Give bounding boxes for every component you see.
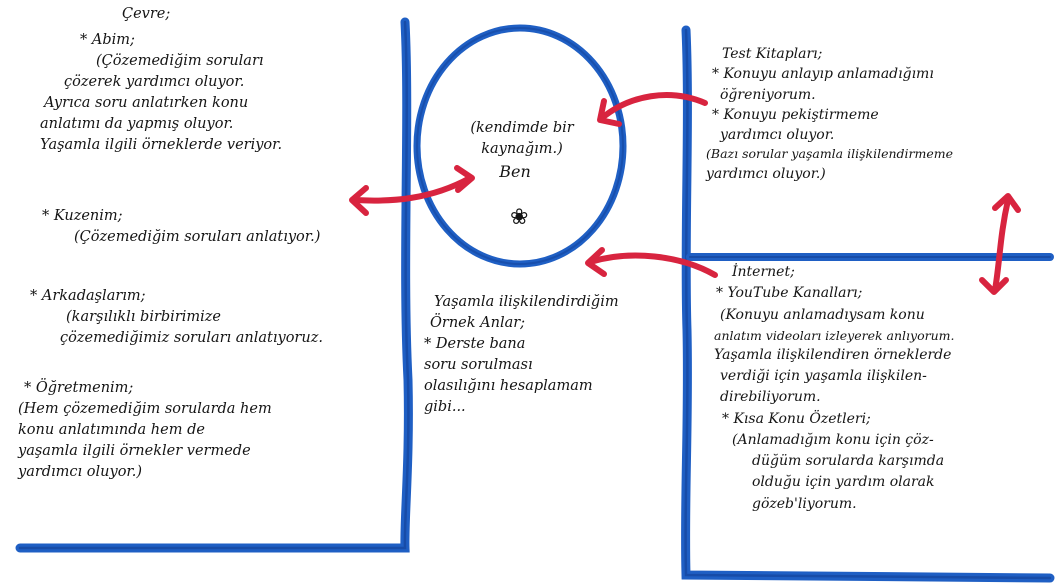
arrow-internet-to-ben xyxy=(587,252,718,278)
item-arkadaslarim: * Arkadaşlarım; (karşılıklı birbirimize … xyxy=(30,286,323,349)
arrowhead-test-internet-bottom xyxy=(979,277,1009,295)
left-panel-border-shade xyxy=(18,20,410,550)
arrowhead-internet-to-ben xyxy=(585,247,607,277)
internet-line-7: * Kısa Konu Özetleri; xyxy=(722,410,871,427)
internet-line-8: (Anlamadığım konu için çöz- xyxy=(732,431,934,448)
arrowhead-test-internet-top xyxy=(992,193,1021,213)
test-books-line-5: (Bazı sorular yaşamla ilişkilendirmeme xyxy=(706,146,953,162)
test-books-line-4: yardımcı oluyor. xyxy=(720,127,835,144)
item-ogretmenim-head: * Öğretmenim; xyxy=(24,380,134,396)
internet-title: İnternet; xyxy=(732,264,795,280)
arrow-test-to-ben xyxy=(599,92,708,121)
examples-line-1: * Derste bana xyxy=(424,336,526,353)
arrow-test-internet xyxy=(992,197,1011,293)
item-ogretmenim-line-2: konu anlatımında hem de xyxy=(18,422,205,439)
item-arkadaslarim-line-2: çözemediğimiz soruları anlatıyoruz. xyxy=(60,330,323,347)
internet-line-2: (Konuyu anlamadıysam konu xyxy=(720,306,925,323)
circle-label-ben: Ben xyxy=(499,162,531,182)
item-ogretmenim-line-1: (Hem çözemediğim sorularda hem xyxy=(18,401,272,418)
arrowhead-ben-left-start xyxy=(454,165,475,193)
internet-line-3: anlatım videoları izleyerek anlıyorum. xyxy=(714,327,955,343)
item-kuzenim: * Kuzenim; (Çözemediğim soruları anlatıy… xyxy=(42,206,320,248)
internet-line-6: direbiliyorum. xyxy=(720,389,821,406)
item-abim-head: * Abim; xyxy=(80,32,135,48)
internet-line-10: olduğu için yardım olarak xyxy=(752,474,935,491)
internet-line-5: verdiği için yaşamla ilişkilen- xyxy=(720,368,927,385)
examples-title: Yaşamla ilişkilendirdiğim xyxy=(434,294,619,310)
center-circle xyxy=(413,24,627,268)
item-kuzenim-line-1: (Çözemediğim soruları anlatıyor.) xyxy=(74,229,321,246)
item-ogretmenim-line-4: yardımcı oluyor.) xyxy=(18,464,143,481)
right-panel-border-shade xyxy=(684,28,1052,580)
examples-block: Yaşamla ilişkilendirdiğim Örnek Anlar; *… xyxy=(424,292,619,418)
item-ogretmenim-line-3: yaşamla ilgili örnekler vermede xyxy=(18,443,251,460)
examples-subtitle: Örnek Anlar; xyxy=(430,315,526,332)
internet-line-4: Yaşamla ilişkilendiren örneklerde xyxy=(714,346,952,363)
item-ogretmenim: * Öğretmenim; (Hem çözemediğim sorularda… xyxy=(18,378,272,483)
internet-line-9: düğüm sorularda karşımda xyxy=(752,453,945,470)
item-abim: * Abim; (Çözemediğim soruları çözerek ya… xyxy=(40,30,282,156)
blue-frame-lines xyxy=(15,17,1055,583)
internet-block: İnternet; * YouTube Kanalları; (Konuyu a… xyxy=(702,262,954,515)
item-abim-line-4: anlatımı da yapmış oluyor. xyxy=(40,116,234,133)
arrowhead-ben-left-end xyxy=(349,185,369,216)
examples-line-2: soru sorulması xyxy=(424,357,533,374)
flower-icon: ❀ xyxy=(510,205,529,230)
test-books-line-6: yardımcı oluyor.) xyxy=(706,165,826,182)
circle-label: (kendimde bir kaynağım.) Ben xyxy=(452,118,592,183)
item-abim-line-3: Ayrıca soru anlatırken konu xyxy=(44,95,249,112)
item-abim-line-2: çözerek yardımcı oluyor. xyxy=(64,74,245,91)
circle-label-line-1: (kendimde bir xyxy=(470,120,574,136)
test-books-line-3: * Konuyu pekiştirmeme xyxy=(712,106,879,123)
test-books-line-1: * Konuyu anlayıp anlamadığımı xyxy=(712,66,934,83)
item-kuzenim-head: * Kuzenim; xyxy=(42,208,123,224)
arrowhead-test-to-ben xyxy=(597,98,622,127)
examples-line-3: olasılığını hesaplamam xyxy=(424,378,593,395)
item-arkadaslarim-head: * Arkadaşlarım; xyxy=(30,288,146,304)
item-abim-line-5: Yaşamla ilgili örneklerde veriyor. xyxy=(40,137,283,154)
red-arrows xyxy=(349,92,1021,295)
left-title: Çevre; xyxy=(122,6,171,22)
item-abim-line-1: (Çözemediğim soruları xyxy=(96,53,264,70)
internet-line-11: gözeb'liyorum. xyxy=(752,495,857,512)
examples-line-4: gibi... xyxy=(424,399,466,416)
test-books-block: Test Kitapları; * Konuyu anlayıp anlamad… xyxy=(706,44,953,184)
test-books-title: Test Kitapları; xyxy=(722,46,823,62)
test-books-line-2: öğreniyorum. xyxy=(720,86,816,103)
internet-line-1: * YouTube Kanalları; xyxy=(716,285,863,302)
circle-label-line-2: kaynağım.) xyxy=(481,141,563,158)
arrow-ben-to-left xyxy=(352,175,473,204)
item-arkadaslarim-line-1: (karşılıklı birbirimize xyxy=(66,309,221,326)
